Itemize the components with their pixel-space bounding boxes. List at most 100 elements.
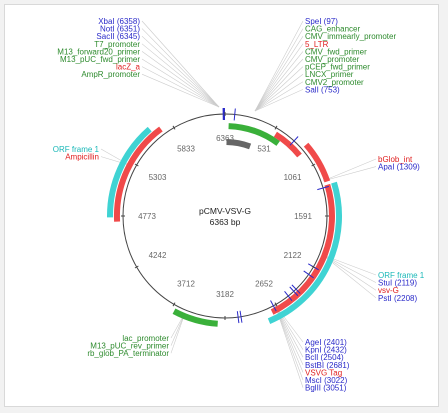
label-bottom-right: MscI (3022) bbox=[305, 376, 348, 385]
leader-line bbox=[254, 51, 304, 112]
position-tick-label: 2122 bbox=[284, 251, 302, 260]
position-tick-mark bbox=[274, 125, 278, 130]
position-tick-label: 6363 bbox=[216, 134, 234, 143]
feature-arrow-8 bbox=[226, 139, 252, 150]
label-top-right: LNCX_primer bbox=[305, 70, 354, 79]
label-bottom-left: rb_glob_PA_terminator bbox=[87, 349, 169, 358]
leader-line bbox=[141, 20, 220, 108]
leader-line bbox=[322, 158, 377, 182]
leader-line bbox=[254, 81, 304, 112]
leader-line bbox=[254, 36, 304, 112]
feature-arrow-4 bbox=[303, 142, 331, 183]
leader-line bbox=[141, 35, 220, 108]
restriction-site-tick bbox=[303, 270, 314, 279]
label-top-right: CMV_promoter bbox=[305, 55, 360, 64]
leader-line bbox=[322, 166, 377, 182]
leader-line bbox=[254, 20, 304, 112]
feature-arrow-7 bbox=[172, 308, 218, 327]
leader-line bbox=[141, 43, 220, 108]
label-top-right: SalI (753) bbox=[305, 85, 340, 94]
leader-line bbox=[254, 73, 304, 112]
label-top-right: CMV_fwd_primer bbox=[305, 47, 367, 56]
position-tick-mark bbox=[172, 302, 176, 307]
label-top-left: lacZ_a bbox=[116, 63, 141, 72]
label-top-right: pCEP_fwd_primer bbox=[305, 63, 370, 72]
position-tick-mark bbox=[311, 265, 316, 269]
feature-labels: XbaI (6358)NotI (6351)SacII (6345)T7_pro… bbox=[53, 17, 425, 393]
feature-arrow-6 bbox=[267, 181, 343, 324]
position-tick-mark bbox=[134, 265, 139, 269]
restriction-site-tick bbox=[239, 310, 243, 323]
label-top-right: CAG_enhancer bbox=[305, 25, 360, 34]
label-bottom-left: lac_promoter bbox=[122, 334, 169, 343]
label-right-mid: ApaI (1309) bbox=[378, 163, 420, 172]
restriction-site-tick bbox=[284, 290, 293, 302]
label-right-lower: PstI (2208) bbox=[378, 294, 417, 303]
restriction-site-tick bbox=[233, 108, 236, 121]
position-ticks: 6363531106115912122265231823712424247735… bbox=[121, 112, 329, 320]
label-right-lower: StuI (2119) bbox=[378, 279, 417, 288]
position-tick-label: 1591 bbox=[294, 212, 312, 221]
label-bottom-right: AgeI (2401) bbox=[305, 338, 347, 347]
position-tick-mark bbox=[274, 302, 278, 307]
leader-line bbox=[141, 73, 220, 108]
site-ticks bbox=[222, 107, 329, 324]
label-right-lower: vsv-G bbox=[378, 286, 399, 295]
leader-line bbox=[254, 89, 304, 112]
leader-line bbox=[141, 58, 220, 108]
restriction-site-tick bbox=[236, 311, 240, 324]
restriction-site-tick bbox=[270, 300, 277, 312]
feature-arrow-3 bbox=[273, 131, 302, 158]
feature-arrow-1 bbox=[106, 126, 152, 218]
label-bottom-right: BglII (3051) bbox=[305, 384, 347, 393]
position-tick-label: 4242 bbox=[149, 251, 167, 260]
leader-line bbox=[254, 43, 304, 112]
leader-line bbox=[141, 28, 220, 108]
label-right-lower: ORF frame 1 bbox=[378, 271, 425, 280]
label-top-left: T7_promoter bbox=[94, 40, 140, 49]
label-bottom-right: KpnI (2432) bbox=[305, 346, 347, 355]
feature-arrow-5 bbox=[270, 183, 335, 315]
label-left-mid: ORF frame 1 bbox=[53, 145, 100, 154]
plasmid-size: 6363 bp bbox=[210, 217, 241, 227]
position-tick-label: 5833 bbox=[177, 145, 195, 154]
leader-line bbox=[254, 28, 304, 112]
position-tick-mark bbox=[134, 163, 139, 167]
label-top-left: M13_forward20_primer bbox=[57, 47, 140, 56]
label-right-mid: bGlob_int bbox=[378, 155, 413, 164]
label-top-right: CMV_immearly_promoter bbox=[305, 32, 396, 41]
label-top-left: NotI (6351) bbox=[100, 25, 140, 34]
leader-line bbox=[254, 66, 304, 112]
feature-arrows bbox=[106, 123, 343, 327]
label-top-right: CMV2_promoter bbox=[305, 78, 364, 87]
position-tick-label: 3182 bbox=[216, 290, 234, 299]
feature-arrow-0 bbox=[113, 126, 163, 222]
label-top-right: 5_LTR bbox=[305, 40, 329, 49]
leader-line bbox=[274, 304, 304, 350]
position-tick-label: 531 bbox=[257, 145, 271, 154]
position-tick-label: 2652 bbox=[255, 280, 273, 289]
label-top-left: XbaI (6358) bbox=[98, 17, 140, 26]
leader-line bbox=[170, 312, 186, 354]
position-tick-mark bbox=[311, 163, 316, 167]
label-bottom-left: M13_pUC_rev_primer bbox=[90, 342, 169, 351]
label-top-left: AmpR_promoter bbox=[81, 70, 140, 79]
plasmid-name: pCMV-VSV-G bbox=[199, 206, 251, 216]
restriction-site-tick bbox=[289, 136, 299, 146]
restriction-site-tick bbox=[289, 286, 299, 297]
label-bottom-right: BstBI (2681) bbox=[305, 361, 350, 370]
position-tick-label: 3712 bbox=[177, 280, 195, 289]
leader-line bbox=[254, 58, 304, 112]
restriction-site-tick bbox=[291, 284, 301, 294]
label-top-left: M13_pUC_fwd_primer bbox=[60, 55, 140, 64]
label-top-left: SacII (6345) bbox=[96, 32, 140, 41]
position-tick-label: 5303 bbox=[149, 173, 167, 182]
leader-line bbox=[141, 51, 220, 108]
label-left-mid: Ampicillin bbox=[65, 153, 99, 162]
label-bottom-right: VSVG Tag bbox=[305, 368, 342, 377]
leader-line bbox=[141, 66, 220, 108]
position-tick-mark bbox=[172, 125, 176, 130]
restriction-site-tick bbox=[317, 185, 329, 191]
label-top-right: SpeI (97) bbox=[305, 17, 338, 26]
